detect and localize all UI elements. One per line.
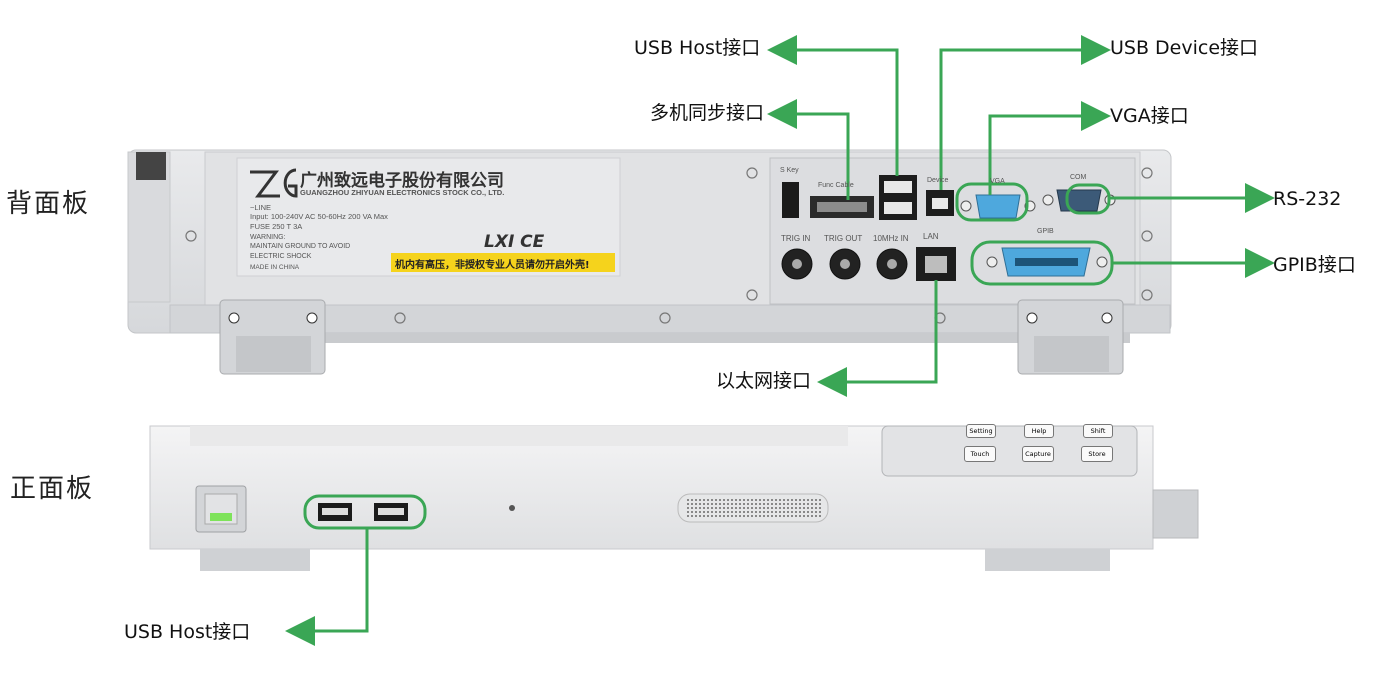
- spec-line-4: MAINTAIN GROUND TO AVOID: [250, 243, 351, 250]
- key-help[interactable]: Help: [1024, 424, 1054, 438]
- callout-sync: 多机同步接口: [650, 102, 765, 124]
- rear-panel-label: 背面板: [6, 189, 91, 219]
- zlg-logo: [250, 168, 298, 198]
- port-label-skey: S Key: [780, 167, 799, 174]
- leader-lines: [285, 35, 1275, 646]
- key-shift[interactable]: Shift: [1083, 424, 1113, 438]
- cert-marks: LXI CE: [484, 232, 545, 252]
- spec-line-5: ELECTRIC SHOCK: [250, 253, 312, 260]
- callout-vga: VGA接口: [1110, 105, 1189, 127]
- key-touch[interactable]: Touch: [964, 446, 996, 462]
- brand-name-cn: 广州致远电子股份有限公司: [300, 171, 504, 191]
- port-label-com: COM: [1070, 174, 1087, 181]
- rear-foot-left: [219, 299, 326, 375]
- port-label-vga: VGA: [990, 178, 1005, 185]
- spec-line-2: FUSE 250 T 3A: [250, 222, 303, 231]
- port-label-func-cable: Func Cable: [818, 182, 854, 189]
- rear-panel: [127, 149, 1172, 375]
- port-label-trig-out: TRIG OUT: [824, 234, 863, 243]
- callout-usb-host-rear: USB Host接口: [634, 37, 761, 59]
- spec-line-0: ~LINE: [250, 203, 272, 212]
- port-label-trig-in: TRIG IN: [781, 234, 811, 243]
- rear-foot-right: [1017, 299, 1124, 375]
- key-store[interactable]: Store: [1081, 446, 1113, 462]
- key-capture[interactable]: Capture: [1022, 446, 1054, 462]
- port-label-device: Device: [927, 177, 949, 184]
- callout-usb-device: USB Device接口: [1110, 37, 1259, 59]
- callout-gpib: GPIB接口: [1273, 254, 1356, 276]
- callout-usb-host-front: USB Host接口: [124, 621, 251, 643]
- port-label-lan: LAN: [923, 232, 939, 241]
- brand-name-en: GUANGZHOU ZHIYUAN ELECTRONICS STOCK CO.,…: [300, 188, 505, 197]
- warning-sticker-text: 机内有高压，非授权专业人员请勿开启外壳!: [395, 260, 590, 271]
- spec-line-3: WARNING:: [250, 234, 286, 241]
- spec-line-6: MADE IN CHINA: [250, 264, 300, 271]
- spec-line-1: Input: 100-240V AC 50-60Hz 200 VA Max: [250, 212, 388, 221]
- callout-rs232: RS-232: [1273, 188, 1342, 210]
- warning-sticker: [391, 253, 615, 272]
- key-setting[interactable]: Setting: [966, 424, 996, 438]
- callout-ethernet: 以太网接口: [716, 370, 812, 392]
- port-label-10mhz-in: 10MHz IN: [873, 234, 909, 243]
- front-panel-label: 正面板: [10, 474, 95, 504]
- port-label-gpib: GPIB: [1037, 228, 1054, 235]
